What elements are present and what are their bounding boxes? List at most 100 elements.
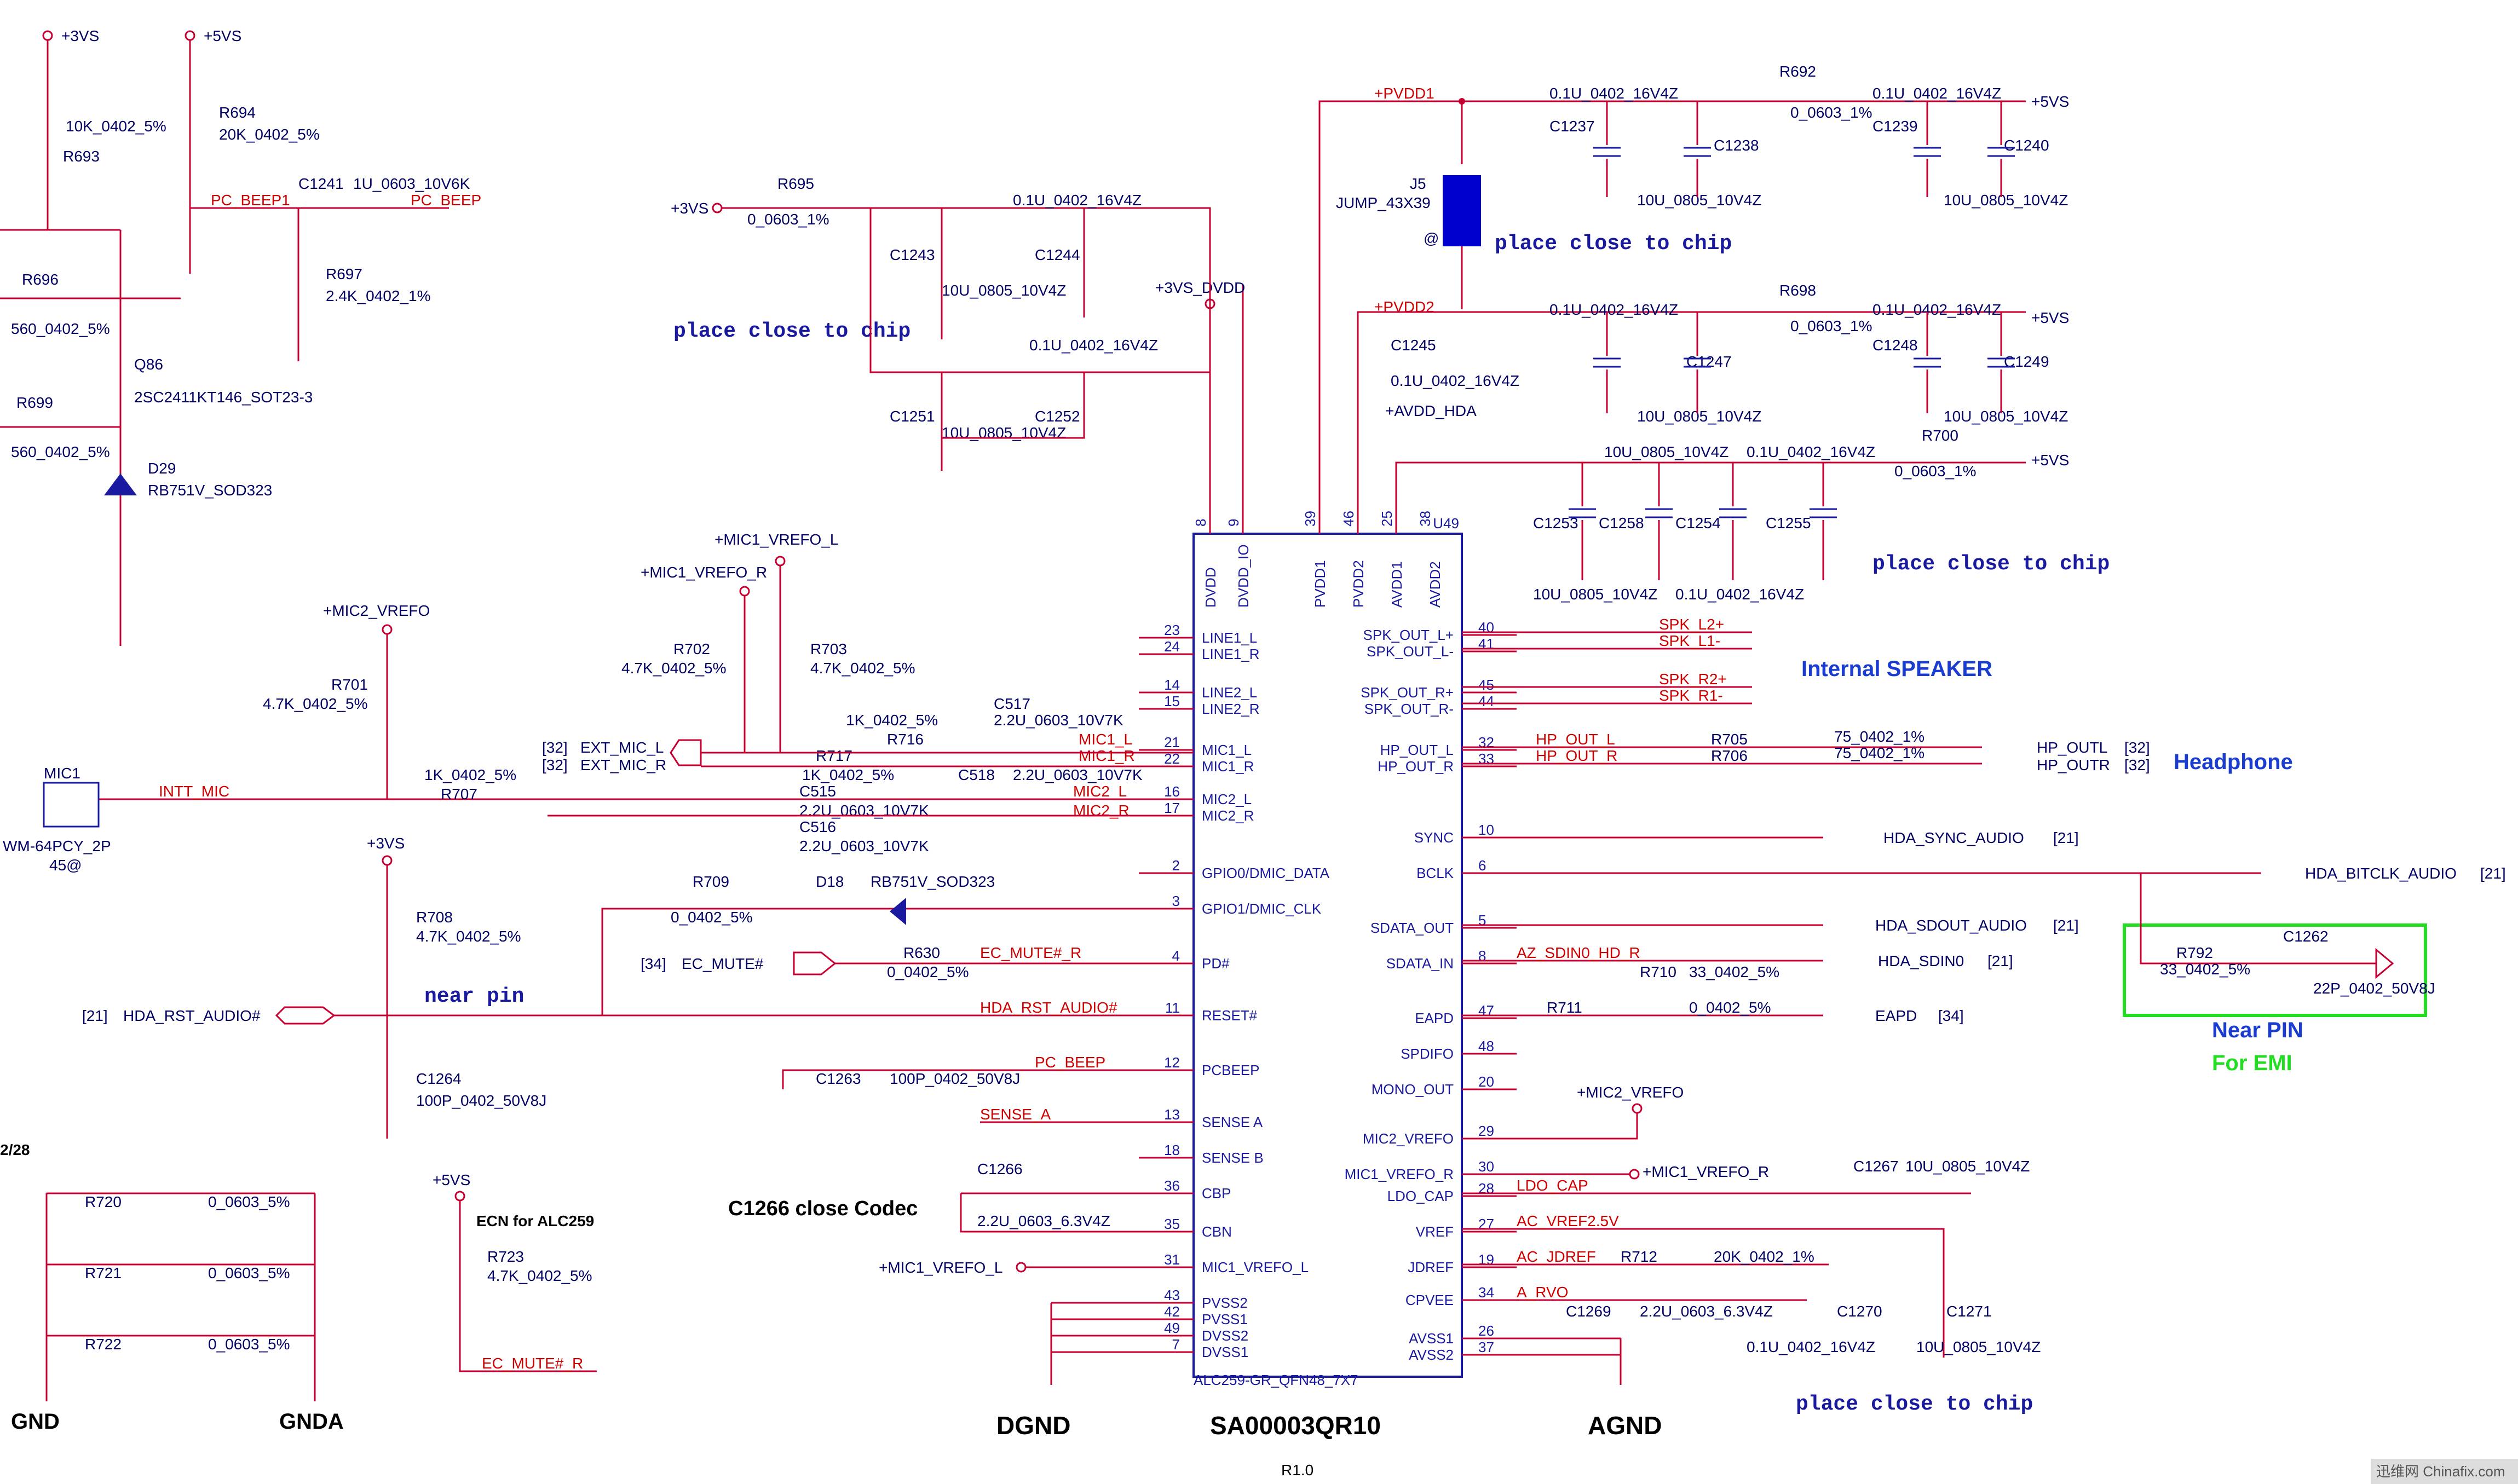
label-dgnd: DGND [996,1411,1070,1440]
label-internal-speaker: Internal SPEAKER [1801,657,1992,681]
emi-box [2123,923,2427,1017]
svg-text:JUMP_43X39: JUMP_43X39 [1336,194,1431,211]
svg-text:HP_OUTL: HP_OUTL [2037,739,2107,756]
svg-text:RB751V_SOD323: RB751V_SOD323 [871,873,995,890]
pin-name: SPK_OUT_R- [1364,701,1454,717]
pin-name: SDATA_OUT [1370,920,1454,936]
svg-text:0_0402_5%: 0_0402_5% [887,963,969,980]
pin-number: 13 [1164,1106,1180,1123]
svg-text:R705: R705 [1711,731,1748,748]
watermark-box [2371,1459,2518,1484]
svg-text:WM-64PCY_2P: WM-64PCY_2P [3,838,111,854]
svg-text:@: @ [1424,230,1439,247]
svg-text:+MIC1_VREFO_R: +MIC1_VREFO_R [1643,1163,1769,1180]
svg-text:R630: R630 [903,944,940,961]
svg-text:C1269: C1269 [1566,1303,1611,1320]
mic1-connector [43,782,100,828]
pin-name: MIC1_VREFO_L [1202,1259,1309,1275]
svg-text:C515: C515 [799,783,836,800]
ground-bridge-section: 2/28 R720 R721 R722 0_0603_5% 0_0603_5% … [0,1141,597,1434]
svg-text:AZ_SDIN0_HD_R: AZ_SDIN0_HD_R [1517,944,1640,961]
label-agnd: AGND [1588,1411,1662,1440]
svg-text:[32]: [32] [2124,739,2150,756]
svg-text:R703: R703 [810,640,847,657]
pin-name: RESET# [1202,1007,1258,1024]
net-5vs-c: +5VS [2031,452,2069,469]
svg-text:C517: C517 [994,695,1030,712]
svg-text:2.2U_0603_6.3V4Z: 2.2U_0603_6.3V4Z [977,1212,1110,1229]
svg-text:PC_BEEP1: PC_BEEP1 [211,192,290,209]
svg-text:2SC2411KT146_SOT23-3: 2SC2411KT146_SOT23-3 [134,389,313,406]
pin-number: 20 [1478,1073,1494,1090]
svg-text:R723: R723 [487,1248,524,1265]
chip-code: SA00003QR10 [1210,1411,1381,1440]
svg-text:D18: D18 [816,873,844,890]
svg-text:10U_0805_10V4Z: 10U_0805_10V4Z [1944,408,2068,425]
pin-number: 14 [1164,677,1180,693]
svg-text:LDO_CAP: LDO_CAP [1517,1177,1588,1194]
svg-text:10K_0402_5%: 10K_0402_5% [66,118,166,135]
svg-text:EAPD: EAPD [1875,1007,1917,1024]
pin-name: DVDD [1202,567,1219,608]
svg-text:0.1U_0402_16V4Z: 0.1U_0402_16V4Z [1549,301,1678,318]
label-headphone: Headphone [2174,750,2293,774]
pin-number: 25 [1379,511,1395,527]
svg-text:0.1U_0402_16V4Z: 0.1U_0402_16V4Z [1013,192,1142,209]
svg-text:0_0603_1%: 0_0603_1% [1894,463,1976,480]
pin-number: 39 [1302,511,1318,527]
codec-chip: U49 ALC259-GR_QFN48_7X7 SA00003QR10 8DVD… [1139,511,1517,1440]
pin-number: 34 [1478,1284,1494,1301]
svg-text:R711: R711 [1547,999,1582,1016]
svg-text:[21]: [21] [2053,917,2079,934]
note-near-pin: near pin [424,985,524,1008]
hda-rst-port [275,1006,336,1025]
svg-text:45@: 45@ [49,857,82,874]
svg-text:C1237: C1237 [1549,118,1595,135]
pin-name: MIC2_R [1202,807,1254,824]
svg-text:R701: R701 [331,676,368,693]
pin-number: 49 [1164,1320,1180,1336]
svg-text:EC_MUTE#_R: EC_MUTE#_R [980,944,1081,961]
pin-number: 18 [1164,1142,1180,1158]
svg-text:[21]: [21] [82,1007,108,1024]
svg-text:20K_0402_1%: 20K_0402_1% [1714,1248,1814,1265]
pvdd-section: +PVDD1 +5VS J5 JUMP_43X39 @ place close … [1155,63,2110,603]
svg-text:75_0402_1%: 75_0402_1% [1834,744,1924,761]
svg-text:MIC2_L: MIC2_L [1073,783,1127,800]
pc-beep-section: +3VS +5VS 10K_0402_5% R693 R694 20K_0402… [0,27,481,646]
svg-text:SENSE_A: SENSE_A [980,1106,1051,1123]
svg-text:R700: R700 [1922,427,1958,444]
chip-ref: U49 [1433,515,1459,532]
svg-text:33_0402_5%: 33_0402_5% [1689,963,1779,980]
pin-name: LINE1_L [1202,630,1257,646]
svg-text:33_0402_5%: 33_0402_5% [2160,961,2250,978]
svg-text:100P_0402_50V8J: 100P_0402_50V8J [890,1070,1020,1087]
chip-right-pins: 40SPK_OUT_L+41SPK_OUT_L-45SPK_OUT_R+44SP… [1345,619,1517,1363]
pin-number: 2 [1172,857,1180,874]
reset-section: +3VS R708 4.7K_0402_5% near pin HDA_RST_… [82,835,1194,1440]
svg-text:J5: J5 [1410,175,1426,192]
pin-number: 7 [1172,1336,1180,1353]
pin-name: BCLK [1416,865,1454,881]
svg-text:R722: R722 [85,1336,122,1353]
svg-text:HDA_SDIN0: HDA_SDIN0 [1878,952,1964,969]
svg-text:10U_0805_10V4Z: 10U_0805_10V4Z [1916,1338,2041,1355]
pin-name: CPVEE [1405,1292,1454,1308]
svg-text:[34]: [34] [1938,1007,1964,1024]
pin-number: 21 [1164,734,1180,750]
svg-text:C1238: C1238 [1714,137,1759,154]
pin-name: DVSS2 [1202,1327,1248,1344]
svg-text:[21]: [21] [2053,829,2079,846]
svg-text:C1243: C1243 [890,246,935,263]
svg-text:D29: D29 [148,460,176,477]
svg-text:C1254: C1254 [1675,515,1721,532]
ext-mic-l-port [670,739,702,766]
revision: R1.0 [1281,1462,1313,1479]
pin-name: PVSS1 [1202,1311,1248,1327]
pin-number: 36 [1164,1177,1180,1194]
svg-text:C518: C518 [958,766,995,783]
dvdd-section: +3VS R695 0_0603_1% 0.1U_0402_16V4Z C124… [671,175,1211,471]
svg-text:C1258: C1258 [1599,515,1644,532]
svg-text:C1252: C1252 [1035,408,1080,425]
pin-name: AVSS2 [1409,1347,1454,1363]
